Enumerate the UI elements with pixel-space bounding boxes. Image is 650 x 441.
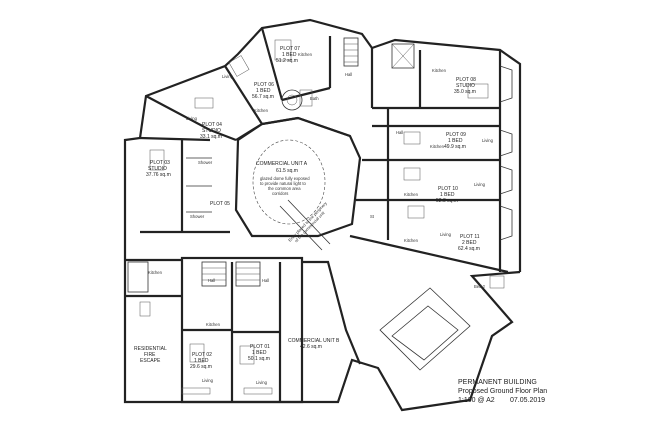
fire-escape-line1: RESIDENTIAL [134, 346, 167, 352]
kitchen-label-plot01: Kitchen [206, 322, 221, 327]
plot04-type: STUDIO [202, 128, 221, 134]
plot11-name: PLOT 11 [460, 234, 480, 240]
fire-escape-line3: ESCAPE [140, 358, 161, 364]
fire-escape-line2: FIRE [144, 352, 156, 358]
kitchen-label-plot02: Kitchen [148, 270, 163, 275]
plot01-type: 1 BED [252, 350, 267, 356]
plot02-area: 29.6 sq.m [190, 364, 212, 370]
kitchen-label-plot11: Kitchen [404, 238, 419, 243]
plot07-type: 1 BED [282, 52, 297, 58]
plot10-area: 52.8 sq.m [436, 198, 458, 204]
commercial-unit-a [234, 116, 362, 251]
plot09-name: PLOT 09 [446, 132, 466, 138]
lower-left-units [125, 261, 280, 395]
plot10-name: PLOT 10 [438, 186, 458, 192]
commercial-b-name: COMMERCIAL UNIT B [288, 338, 340, 344]
kitchen-label-plot07: Kitchen [298, 52, 313, 57]
store-label-plot11: St [370, 214, 375, 219]
commercial-a-note2: to provide natural light to [260, 181, 307, 186]
plot04-name: PLOT 04 [202, 122, 222, 128]
living-label-plot09: Living [482, 138, 494, 143]
plot09-type: 1 BED [448, 138, 463, 144]
living-label-plot01: Living [256, 380, 268, 385]
kitchen-label-plot08: Kitchen [432, 68, 447, 73]
plot03-type: STUDIO [148, 166, 167, 172]
plot01-name: PLOT 01 [250, 344, 270, 350]
living-label-plot02: Living [202, 378, 214, 383]
plot02-type: 1 BED [194, 358, 209, 364]
outer-walls [123, 18, 522, 412]
plot11-type: 2 BED [462, 240, 477, 246]
commercial-a-area: 61.5 sq.m [276, 168, 298, 174]
plot07-name: PLOT 07 [280, 46, 300, 52]
bath-label-plot06: Bath [310, 96, 319, 101]
plot03-area: 37.76 sq.m [146, 172, 171, 178]
plot11-area: 62.4 sq.m [458, 246, 480, 252]
title-date: 07.05.2019 [510, 397, 545, 404]
living-label-plot04: Living [186, 116, 198, 121]
plot06-type: 1 BED [256, 88, 271, 94]
plot03-name: PLOT 03 [150, 160, 170, 166]
living-label-plot11: Living [440, 232, 452, 237]
plot08-name: PLOT 08 [456, 77, 476, 83]
plot10-type: 1 BED [440, 192, 455, 198]
hall-label-plot07: Hall [345, 72, 352, 77]
right-units [349, 43, 513, 289]
commercial-b-area: 42.6 sq.m [300, 344, 322, 350]
bed2-label-plot11: Bed 2 [474, 284, 486, 289]
plot01-area: 50.1 sq.m [248, 356, 270, 362]
room-labels: PLOT 07 1 BED 51.2 sq.m PLOT 06 1 BED 56… [134, 46, 494, 385]
plot06-area: 56.7 sq.m [252, 94, 274, 100]
plot06-name: PLOT 06 [254, 82, 274, 88]
plot07-area: 51.2 sq.m [276, 58, 298, 64]
plot08-area: 35.0 sq.m [454, 89, 476, 95]
shower-label-plot03: Shower [198, 160, 213, 165]
title-scale: 1:100 @ A2 [458, 397, 495, 404]
hall-label-plot09: Hall [396, 130, 403, 135]
kitchen-label-plot06: Kitchen [254, 108, 269, 113]
commercial-a-name: COMMERCIAL UNIT A [256, 161, 308, 167]
kitchen-label-plot10: Kitchen [404, 192, 419, 197]
shower-label-plot05: Shower [190, 214, 205, 219]
plot09-area: 49.9 sq.m [444, 144, 466, 150]
commercial-a-note3: the common area [268, 186, 301, 191]
plot05-name: PLOT 05 [210, 201, 230, 207]
plot08-type: STUDIO [456, 83, 475, 89]
plot02-name: PLOT 02 [192, 352, 212, 358]
hall-label-plot02: Hall [208, 278, 215, 283]
commercial-a-note4: corridors [272, 191, 288, 196]
living-label-plot06: Living [222, 74, 234, 79]
commercial-a-note1: glazed dome fully exposed [260, 176, 310, 181]
plot04-area: 33.1 sq.m [200, 134, 222, 140]
kitchen-label-plot09: Kitchen [430, 144, 445, 149]
title-line1: PERMANENT BUILDING [458, 379, 537, 386]
hall-label-plot01: Hall [262, 278, 269, 283]
upper-left-units [139, 27, 359, 234]
title-block: PERMANENT BUILDING Proposed Ground Floor… [458, 379, 547, 404]
living-label-plot10: Living [474, 182, 486, 187]
title-line2: Proposed Ground Floor Plan [458, 388, 547, 395]
